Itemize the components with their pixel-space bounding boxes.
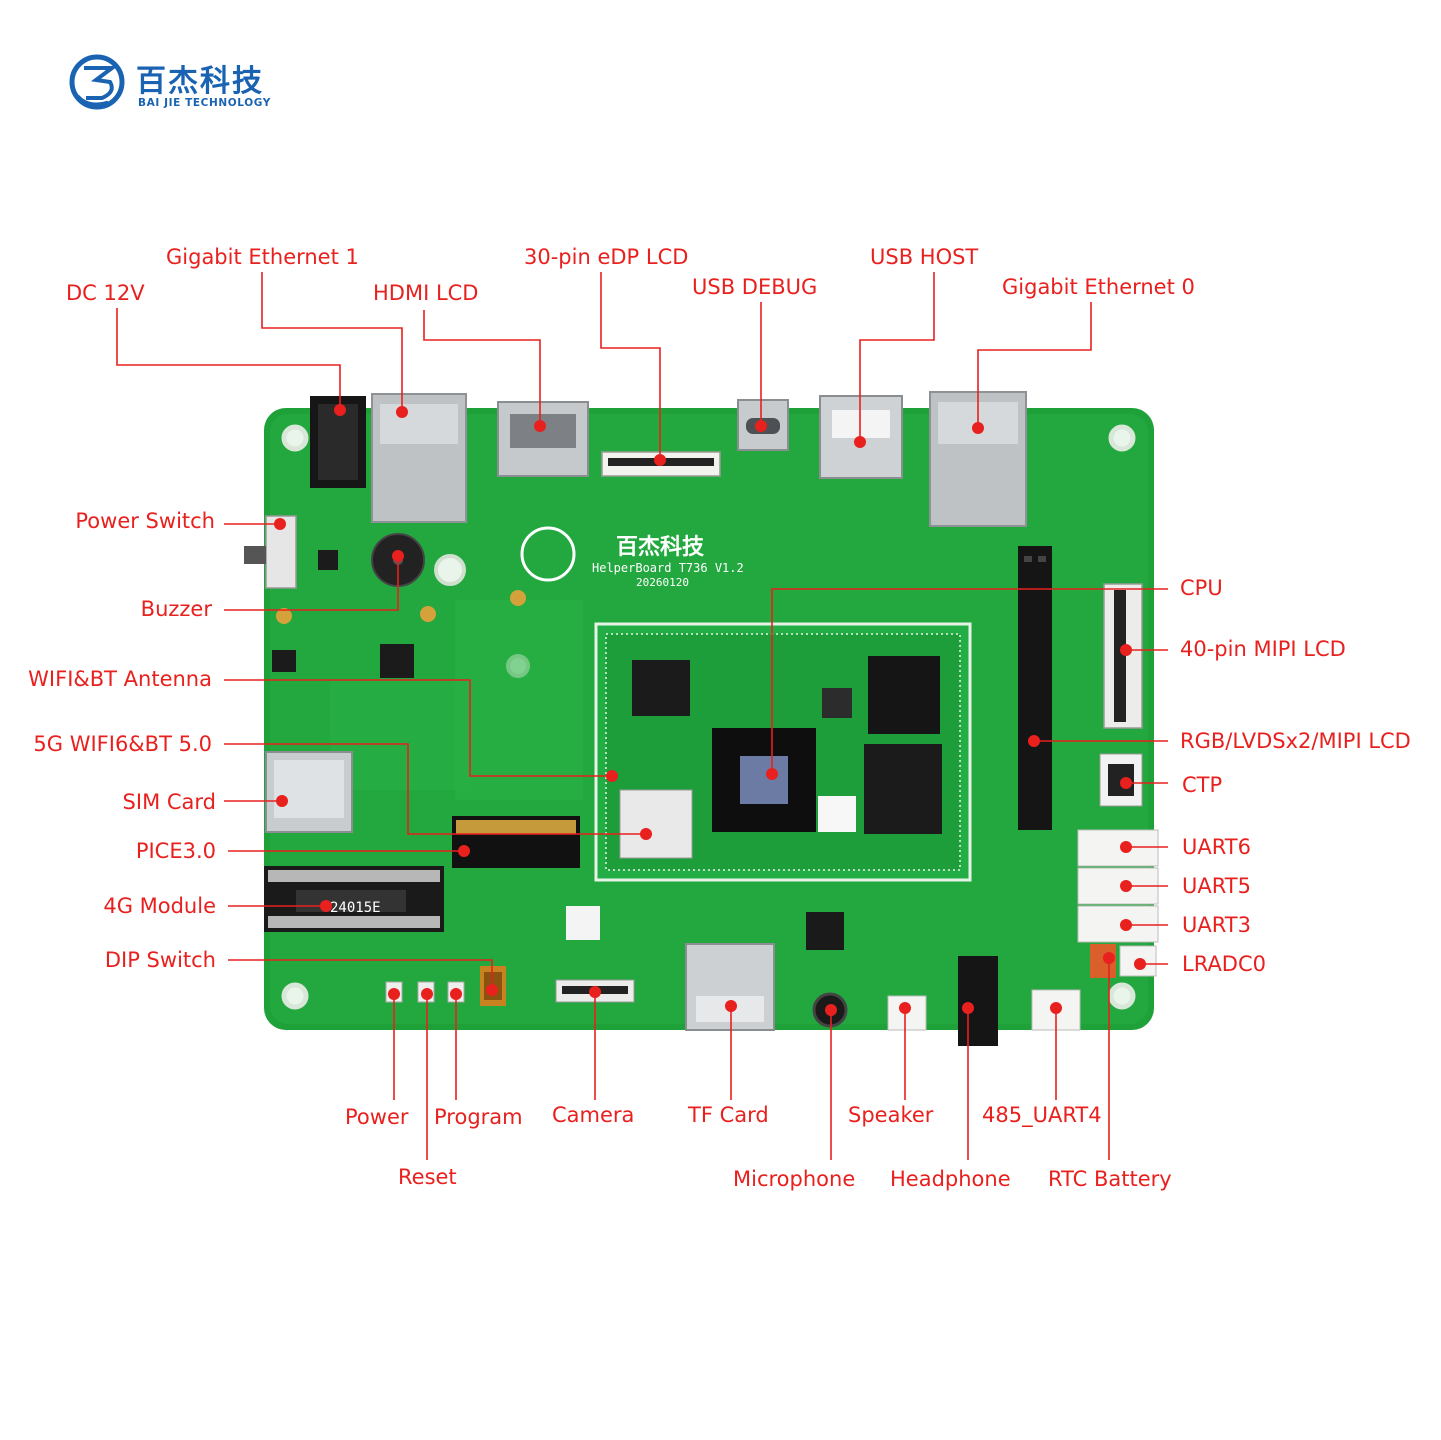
dot-pcie [458, 845, 470, 857]
leader-gbe1 [261, 272, 403, 412]
dot-lradc [1134, 958, 1146, 970]
dot-tf [725, 1000, 737, 1012]
label-dip: DIP Switch [104, 948, 216, 972]
pcb-board [244, 391, 1159, 1046]
dot-rtc [1103, 952, 1115, 964]
dot-rgb-lvds [1028, 735, 1040, 747]
leader-dip [228, 959, 493, 990]
label-mipi40: 40-pin MIPI LCD [1180, 637, 1346, 661]
label-hdmi: HDMI LCD [373, 281, 479, 305]
label-wifi-antenna: WIFI&BT Antenna [28, 667, 212, 691]
dot-mipi40 [1120, 644, 1132, 656]
dot-hdmi [534, 420, 546, 432]
dot-wifi-antenna [606, 770, 618, 782]
dot-edp [654, 454, 666, 466]
label-power: Power [345, 1105, 409, 1129]
dot-4g [320, 900, 332, 912]
dot-gbe0 [972, 422, 984, 434]
label-rgb-lvds: RGB/LVDSx2/MIPI LCD [1180, 729, 1411, 753]
leader-lines [116, 272, 1168, 1160]
label-uart4: 485_UART4 [982, 1103, 1102, 1127]
label-edp: 30-pin eDP LCD [524, 245, 689, 269]
dot-reset [421, 988, 433, 1000]
dot-speaker [899, 1002, 911, 1014]
leader-edp [600, 272, 661, 460]
leader-hdmi [423, 310, 541, 426]
label-speaker: Speaker [848, 1103, 934, 1127]
dot-microphone [825, 1004, 837, 1016]
dot-cpu [766, 768, 778, 780]
marker-dots [274, 404, 1146, 1016]
dot-dc12v [334, 404, 346, 416]
label-uart6: UART6 [1182, 835, 1251, 859]
label-pcie: PICE3.0 [135, 839, 216, 863]
leader-cpu [771, 588, 1168, 774]
leader-wifi-5g [224, 743, 646, 835]
dot-dip [486, 984, 498, 996]
dot-sim [276, 795, 288, 807]
label-power-switch: Power Switch [75, 509, 215, 533]
dot-uart3 [1120, 919, 1132, 931]
label-usb-debug: USB DEBUG [692, 275, 818, 299]
label-reset: Reset [398, 1165, 457, 1189]
dot-power-switch [274, 518, 286, 530]
label-camera: Camera [552, 1103, 635, 1127]
brand-logo-icon [69, 54, 125, 110]
label-rtc: RTC Battery [1048, 1167, 1172, 1191]
dot-uart5 [1120, 880, 1132, 892]
label-uart3: UART3 [1182, 913, 1251, 937]
label-usb-host: USB HOST [870, 245, 979, 269]
dot-usb-host [854, 436, 866, 448]
dot-uart4 [1050, 1002, 1062, 1014]
silk-model: HelperBoard T736 V1.2 [592, 561, 744, 575]
label-cpu: CPU [1180, 576, 1223, 600]
label-microphone: Microphone [733, 1167, 856, 1191]
label-lradc: LRADC0 [1182, 952, 1266, 976]
dot-wifi-5g [640, 828, 652, 840]
label-uart5: UART5 [1182, 874, 1251, 898]
label-dc12v: DC 12V [66, 281, 145, 305]
leader-gbe0 [977, 302, 1092, 428]
label-buzzer: Buzzer [140, 597, 212, 621]
dot-power [388, 988, 400, 1000]
label-gbe0: Gigabit Ethernet 0 [1002, 275, 1195, 299]
dot-headphone [962, 1002, 974, 1014]
dot-uart6 [1120, 841, 1132, 853]
board-silkscreen: 百杰科技 HelperBoard T736 V1.2 20260120 2401… [330, 526, 744, 916]
leader-wifi-antenna [224, 679, 612, 777]
dot-program [450, 988, 462, 1000]
leader-buzzer [224, 556, 399, 611]
label-program: Program [434, 1105, 523, 1129]
label-ctp: CTP [1182, 773, 1223, 797]
label-wifi-5g: 5G WIFI6&BT 5.0 [33, 732, 212, 756]
dot-usb-debug [755, 420, 767, 432]
dot-buzzer [392, 550, 404, 562]
jack-marking: 24015E [330, 900, 381, 916]
leader-usb-host [859, 272, 935, 442]
brand-name-cn: 百杰科技 [136, 64, 264, 99]
silk-brand: 百杰科技 [616, 535, 705, 560]
label-gbe1: Gigabit Ethernet 1 [166, 245, 359, 269]
label-headphone: Headphone [890, 1167, 1011, 1191]
dot-gbe1 [396, 406, 408, 418]
leader-dc12v [116, 308, 341, 410]
dot-camera [589, 986, 601, 998]
dot-ctp [1120, 777, 1132, 789]
label-sim: SIM Card [122, 790, 216, 814]
label-tf: TF Card [688, 1103, 769, 1127]
label-4g: 4G Module [103, 894, 216, 918]
brand-name-en: BAI JIE TECHNOLOGY [138, 97, 271, 109]
silk-date: 20260120 [636, 576, 689, 589]
